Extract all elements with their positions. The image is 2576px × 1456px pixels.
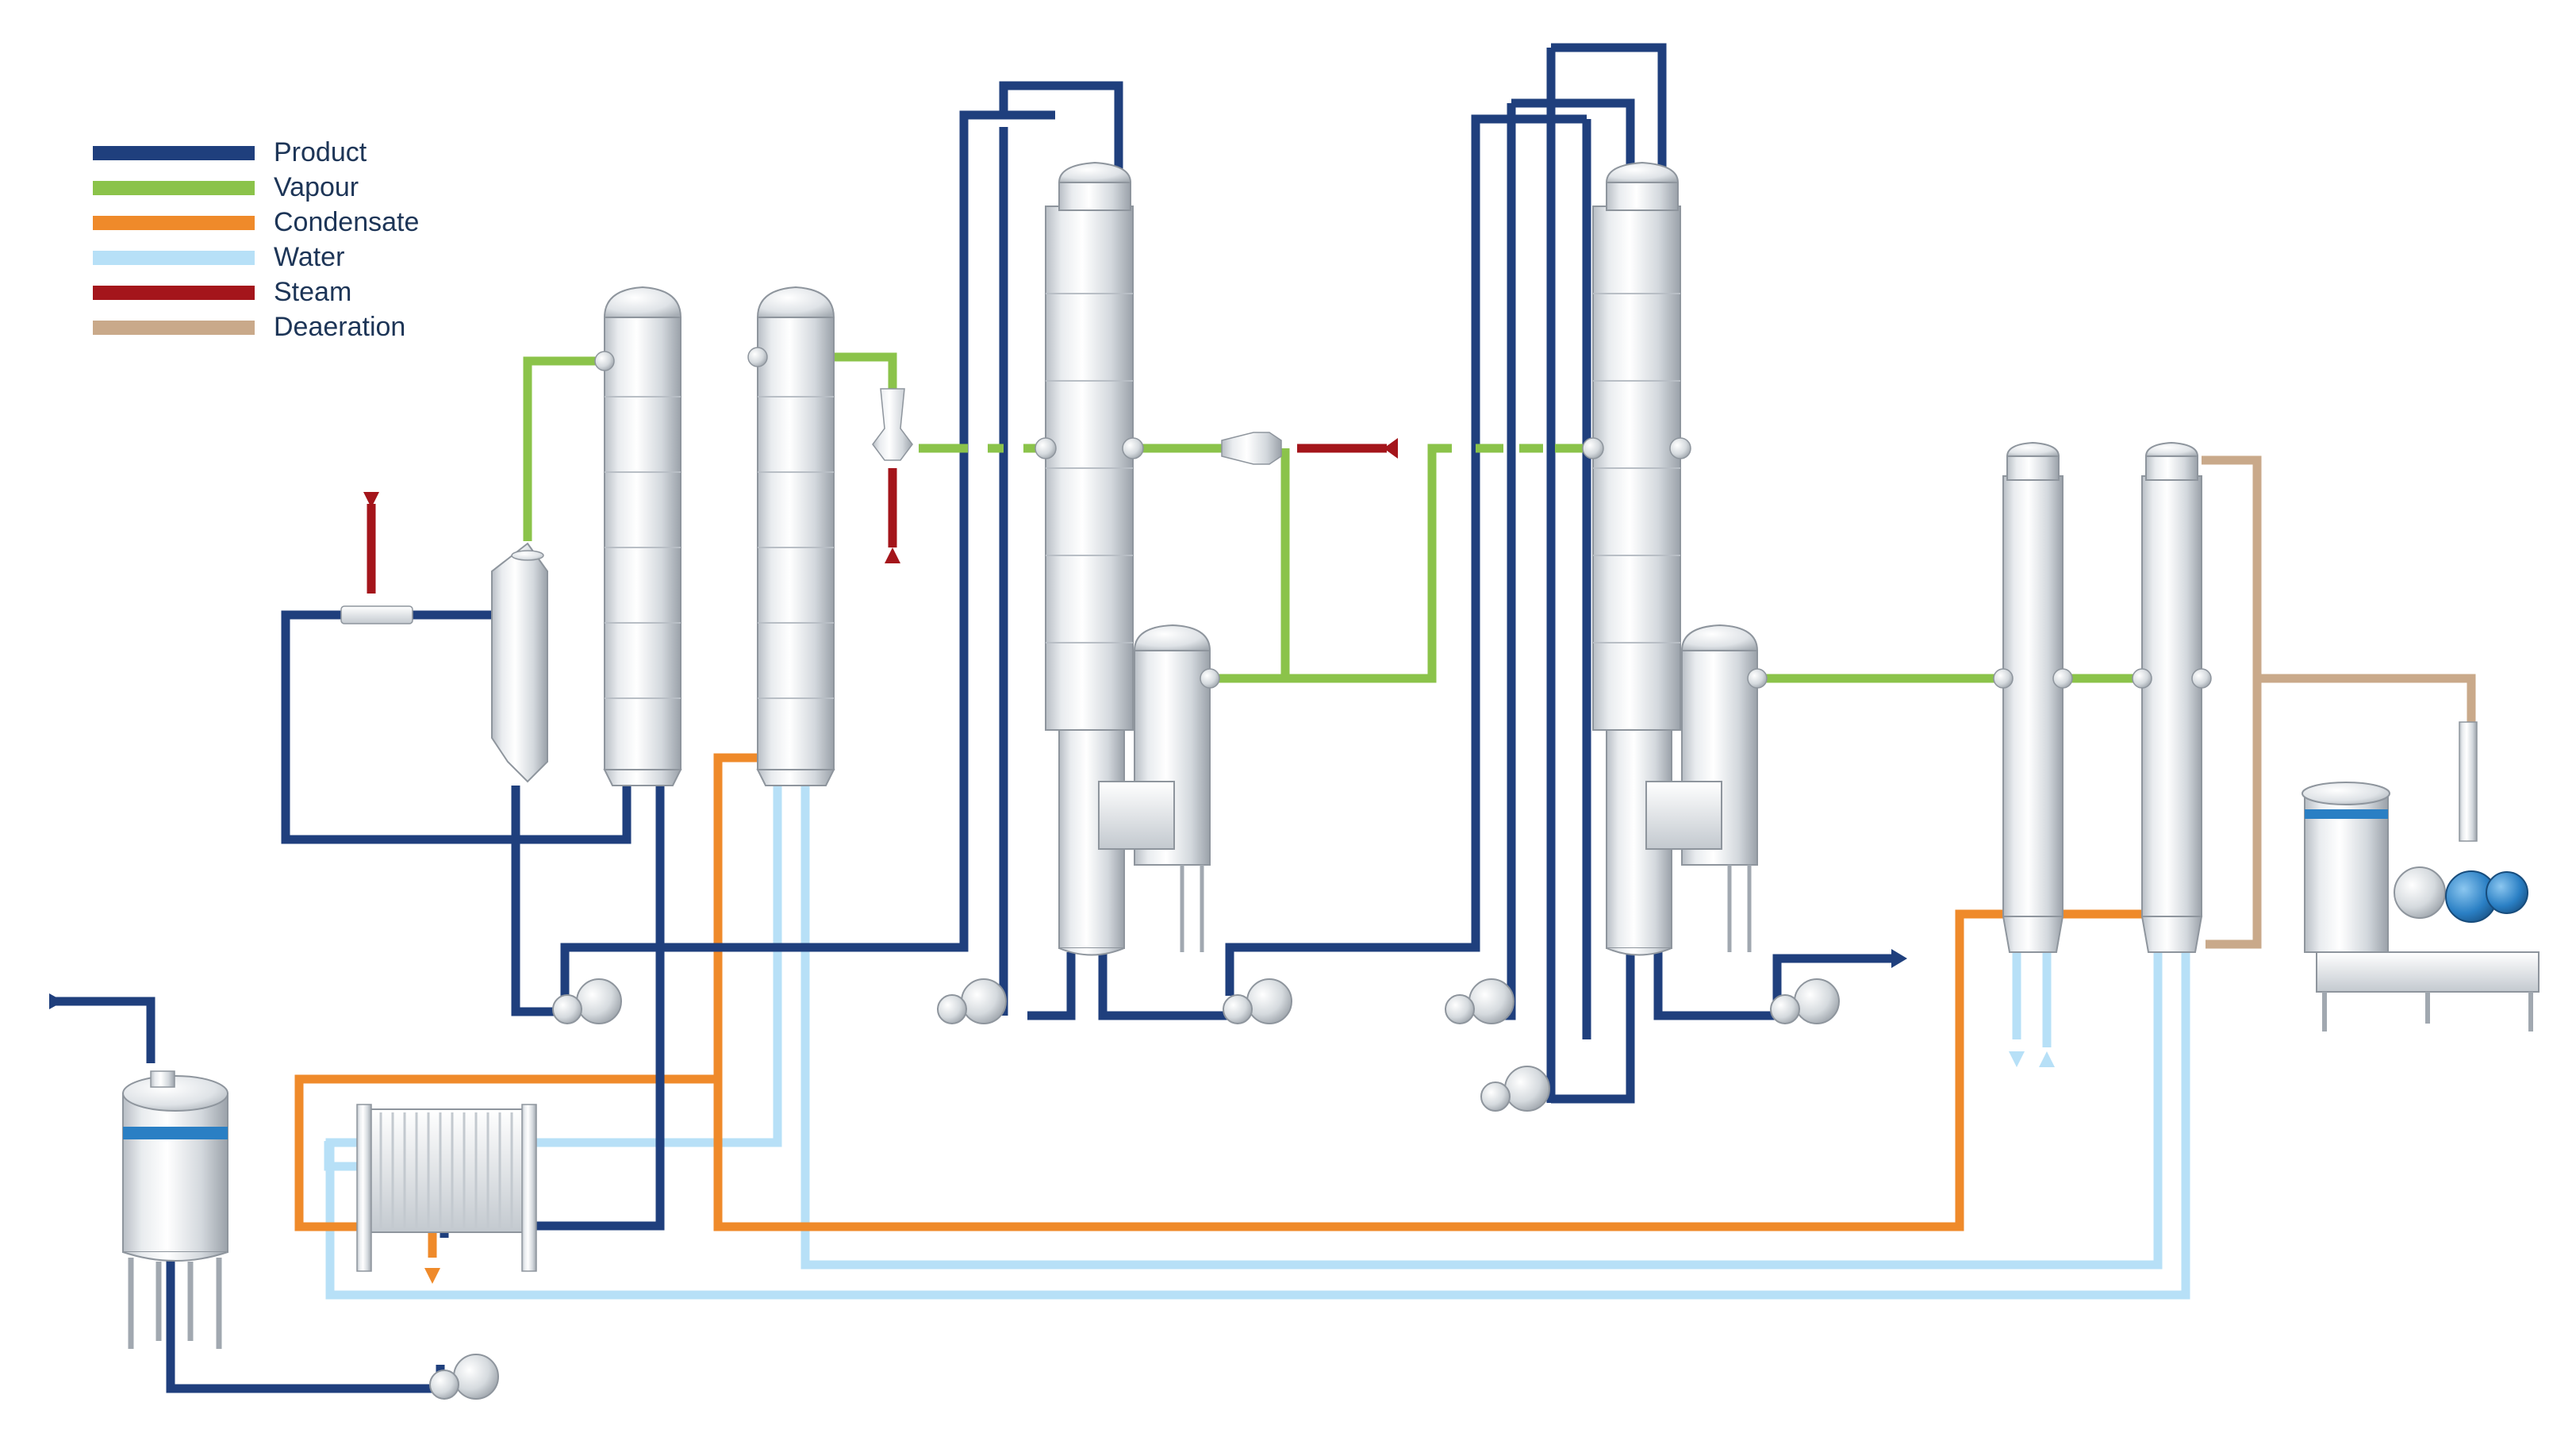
tank-legs	[128, 1258, 222, 1349]
legend-label-vapour: Vapour	[274, 172, 359, 202]
condensate-outlet-arrow	[424, 1268, 440, 1284]
product-outlet-arrow	[1891, 949, 1907, 968]
condenser-1	[1993, 441, 2073, 953]
steam-injector-1	[340, 605, 413, 624]
condenser-2	[2132, 441, 2212, 953]
steam-inlet-arrow	[363, 492, 379, 508]
vacuum-pump-skid	[2302, 721, 2540, 1031]
thermocompressor-1	[872, 388, 913, 461]
feed-tank	[122, 1070, 228, 1349]
plate-heat-exchanger	[356, 1104, 537, 1272]
pump-1	[552, 978, 622, 1024]
pump-4	[1445, 978, 1515, 1024]
legend-swatch-product	[93, 146, 255, 160]
steam-inlet-arrow-2	[1384, 438, 1398, 459]
steam-lines	[367, 444, 1387, 594]
legend-swatch-water	[93, 251, 255, 265]
product-inlet-arrow	[49, 993, 63, 1009]
skid-brand-band	[2305, 809, 2388, 819]
pump-3	[1223, 978, 1292, 1024]
water-inlet-arrow	[2039, 1051, 2055, 1067]
water-outlet-arrow	[2009, 1051, 2025, 1067]
legend-label-condensate: Condensate	[274, 207, 420, 237]
pump-6	[1770, 978, 1840, 1024]
legend-label-water: Water	[274, 242, 345, 272]
preheater-column-2	[747, 286, 835, 786]
legend-swatch-steam	[93, 286, 255, 300]
legend-label-deaeration: Deaeration	[274, 312, 406, 342]
tank-brand-band	[123, 1127, 228, 1139]
pump-2	[937, 978, 1007, 1024]
deaeration-lines	[2202, 455, 2476, 949]
flow-arrows	[49, 438, 2055, 1284]
evaporator-1	[1035, 161, 1220, 956]
legend-swatch-deaeration	[93, 321, 255, 335]
legend-swatch-vapour	[93, 181, 255, 195]
pump-7	[429, 1354, 499, 1400]
preheater-column-1	[594, 286, 682, 786]
evaporator-2	[1582, 161, 1768, 956]
thermocompressor-2	[1221, 432, 1282, 465]
steam-outlet-arrow	[885, 547, 900, 563]
legend-label-steam: Steam	[274, 277, 352, 307]
legend-swatch-condensate	[93, 216, 255, 230]
pump-5	[1480, 1066, 1550, 1112]
flash-vessel	[491, 542, 548, 783]
water-lines	[324, 786, 2190, 1300]
legend-label-product: Product	[274, 137, 367, 167]
